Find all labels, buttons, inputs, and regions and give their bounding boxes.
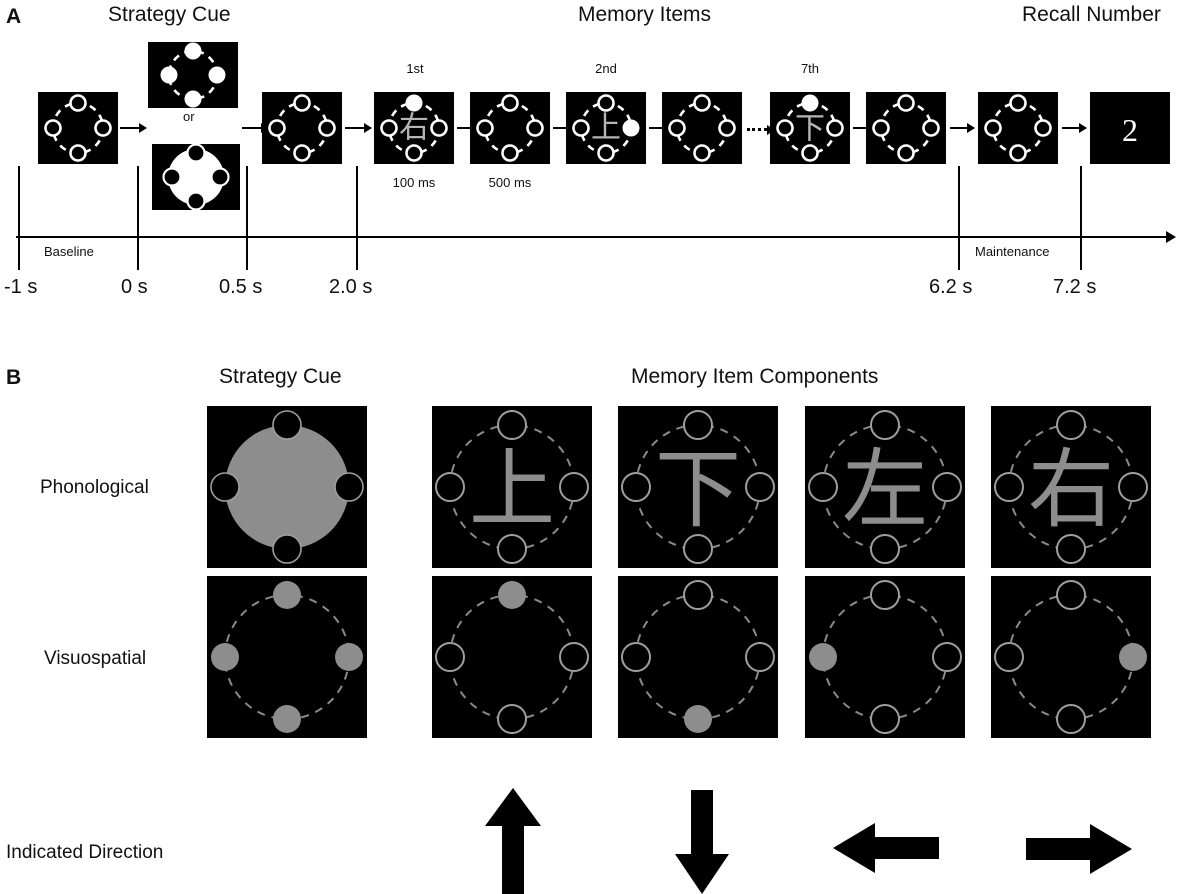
time-label-7-2s: 7.2 s [1053, 276, 1097, 298]
tick-0-5s [246, 166, 248, 270]
direction-arrow-down-icon [673, 790, 731, 894]
tile-component-right-phonological: 右 [991, 406, 1151, 568]
cue-or-label: or [183, 109, 195, 124]
tick-6-2s [958, 166, 960, 270]
flow-arrow-9 [1062, 123, 1087, 133]
time-label-2-0s: 2.0 s [329, 276, 373, 298]
component-character-up: 上 [469, 440, 555, 540]
epoch-label-baseline: Baseline [44, 244, 94, 259]
tile-blank-7 [866, 92, 946, 164]
time-label-0s: 0 s [121, 276, 148, 298]
indicated-direction-label: Indicated Direction [6, 842, 164, 863]
duration-label-blank: 500 ms [488, 175, 532, 190]
direction-arrow-up-icon [483, 788, 543, 894]
tile-blank-1 [470, 92, 550, 164]
duration-label-item: 100 ms [392, 175, 436, 190]
tile-component-left-phonological: 左 [805, 406, 965, 568]
panel-a-letter: A [6, 5, 22, 28]
tile-memory-item-1: 右 [374, 92, 454, 164]
memory-item-2-character: 上 [591, 111, 621, 146]
flow-arrow-3 [345, 123, 372, 133]
tile-memory-item-2: 上 [566, 92, 646, 164]
tile-component-dot-down [618, 576, 778, 738]
tile-cue-phonological-detail [207, 406, 367, 568]
row-label-visuospatial: Visuospatial [44, 648, 147, 669]
component-character-down: 下 [655, 440, 741, 540]
ordinal-label-first: 1st [406, 61, 424, 76]
tile-maintenance-fixation [978, 92, 1058, 164]
tile-component-dot-right [991, 576, 1151, 738]
panel-a-title-memory-items: Memory Items [578, 3, 712, 26]
tile-cue-phonological [152, 144, 240, 210]
flow-arrow-ellipsis [747, 125, 775, 135]
tile-blank-2 [662, 92, 742, 164]
component-character-right: 右 [1028, 440, 1114, 540]
panel-b-letter: B [6, 366, 22, 389]
tile-fixation-baseline [38, 92, 118, 164]
component-character-left: 左 [842, 440, 928, 540]
tile-memory-item-7: 下 [770, 92, 850, 164]
ordinal-label-seventh: 7th [800, 61, 820, 76]
panel-a-title-recall-number: Recall Number [1022, 3, 1161, 26]
panel-b-title-strategy-cue: Strategy Cue [219, 365, 342, 388]
tile-cue-visuospatial-detail [207, 576, 367, 738]
panel-b-title-memory-item-components: Memory Item Components [631, 365, 879, 388]
panel-a-title-strategy-cue: Strategy Cue [108, 3, 231, 26]
flow-arrow-1 [120, 123, 147, 133]
direction-arrow-right-icon [1026, 824, 1132, 874]
epoch-label-maintenance: Maintenance [975, 244, 1050, 259]
tile-cue-visuospatial [148, 42, 238, 108]
timeline-axis [16, 231, 1176, 243]
tick-2-0s [356, 166, 358, 270]
tick--1s [18, 166, 20, 270]
direction-arrow-left-icon [833, 823, 939, 873]
tile-component-dot-up [432, 576, 592, 738]
recall-number-value: 2 [1122, 112, 1138, 148]
time-label--1s: -1 s [4, 276, 38, 298]
ordinal-label-second: 2nd [595, 61, 617, 76]
tick-7-2s [1080, 166, 1082, 270]
memory-item-1-character: 右 [399, 111, 429, 146]
row-label-phonological: Phonological [40, 477, 149, 498]
tile-component-down-phonological: 下 [618, 406, 778, 568]
memory-item-7-character: 下 [795, 112, 825, 147]
tile-component-dot-left [805, 576, 965, 738]
tick-0s [137, 166, 139, 270]
time-label-0-5s: 0.5 s [219, 276, 263, 298]
tile-fixation-after-cue [262, 92, 342, 164]
tile-recall-number: 2 [1090, 92, 1170, 164]
flow-arrow-8 [950, 123, 975, 133]
tile-component-up-phonological: 上 [432, 406, 592, 568]
time-label-6-2s: 6.2 s [929, 276, 973, 298]
